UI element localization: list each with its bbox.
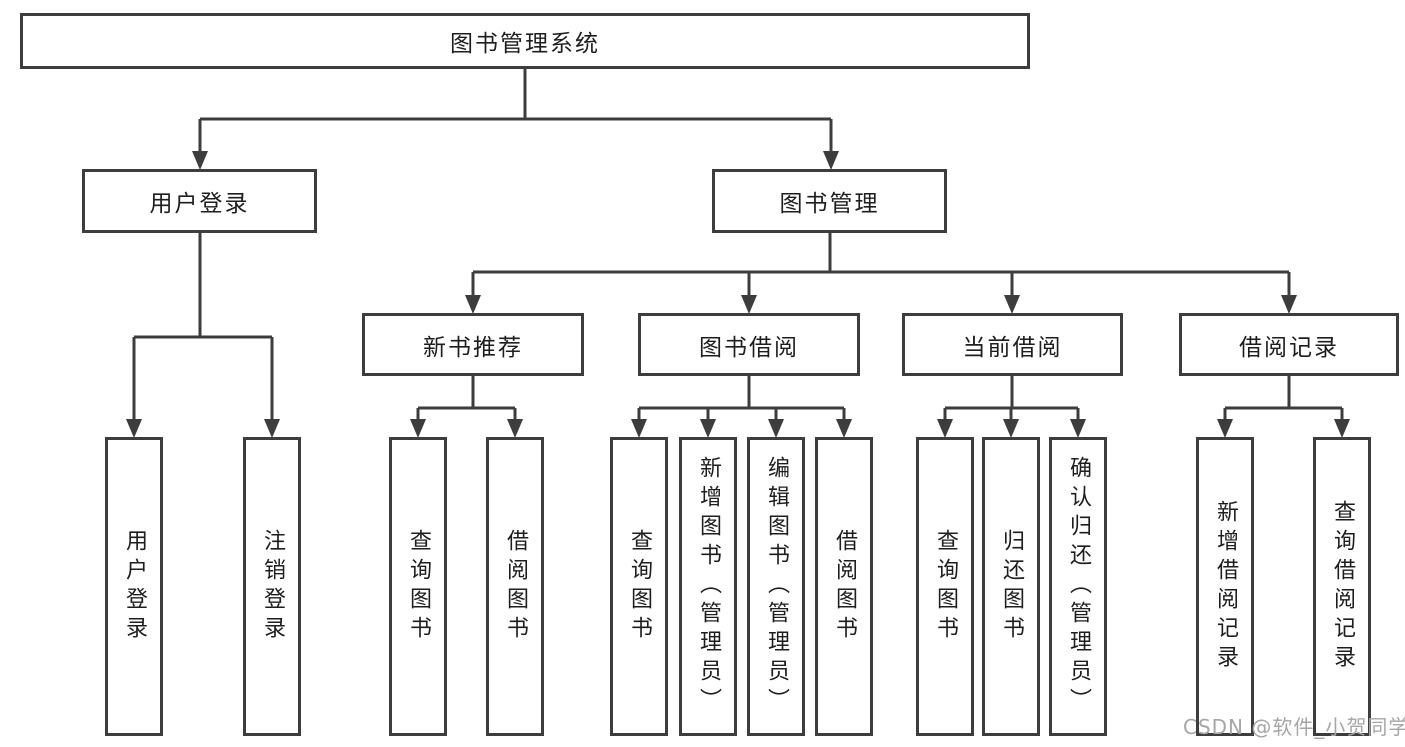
arrowhead bbox=[1281, 295, 1297, 314]
arrowhead bbox=[507, 419, 523, 438]
arrowhead bbox=[192, 151, 208, 170]
node-book-management: 图书管理 bbox=[712, 169, 947, 233]
leaf-add-borrow-record: 新增借阅记录 bbox=[1196, 437, 1254, 736]
leaf-query-books-current: 查询图书 bbox=[916, 437, 974, 736]
node-book-borrowing: 图书借阅 bbox=[638, 313, 860, 376]
leaf-user-login: 用户登录 bbox=[105, 437, 163, 736]
arrowhead bbox=[1003, 419, 1019, 438]
node-user-login: 用户登录 bbox=[82, 169, 317, 233]
arrowhead bbox=[1004, 295, 1020, 314]
connector-book-borrow bbox=[637, 376, 846, 422]
leaf-add-book-admin: 新增图书（管理员） bbox=[679, 437, 737, 736]
arrowhead bbox=[700, 419, 716, 438]
arrowhead bbox=[1217, 419, 1233, 438]
node-label: 图书管理 bbox=[779, 191, 880, 217]
node-label: 用户登录 bbox=[149, 191, 250, 217]
leaf-logout: 注销登录 bbox=[243, 437, 301, 736]
leaf-label: 确认归还（管理员） bbox=[1066, 456, 1091, 717]
leaf-label: 借阅图书 bbox=[832, 528, 857, 645]
arrowhead bbox=[768, 419, 784, 438]
leaf-label: 归还图书 bbox=[999, 528, 1024, 645]
arrowhead bbox=[126, 419, 142, 438]
leaf-label: 查询图书 bbox=[933, 528, 958, 645]
leaf-query-borrow-record: 查询借阅记录 bbox=[1313, 437, 1371, 736]
arrowheads bbox=[126, 151, 1350, 438]
node-borrowing-records: 借阅记录 bbox=[1179, 313, 1399, 376]
leaf-return-books: 归还图书 bbox=[982, 437, 1040, 736]
node-label: 借阅记录 bbox=[1239, 334, 1339, 361]
arrowhead bbox=[836, 419, 852, 438]
node-current-borrowing: 当前借阅 bbox=[902, 313, 1123, 376]
arrowhead bbox=[937, 419, 953, 438]
connector-user-login bbox=[132, 232, 274, 422]
node-library-management-system: 图书管理系统 bbox=[20, 13, 1030, 69]
arrowhead bbox=[264, 419, 280, 438]
leaf-query-books-borrow: 查询图书 bbox=[610, 437, 668, 736]
connector-root bbox=[198, 69, 833, 154]
connector-current-borrow bbox=[943, 376, 1080, 422]
leaf-label: 注销登录 bbox=[260, 528, 285, 645]
connector-borrow-records bbox=[1223, 376, 1344, 422]
arrowhead bbox=[1334, 419, 1350, 438]
leaf-label: 新增图书（管理员） bbox=[696, 456, 721, 717]
leaf-confirm-return-admin: 确认归还（管理员） bbox=[1049, 437, 1107, 736]
arrowhead bbox=[823, 151, 839, 170]
csdn-watermark: CSDN @软件_小贺同学 bbox=[1183, 715, 1405, 739]
leaf-borrow-books: 借阅图书 bbox=[815, 437, 873, 736]
node-label: 图书管理系统 bbox=[450, 31, 600, 57]
arrowhead bbox=[410, 419, 426, 438]
leaf-edit-book-admin: 编辑图书（管理员） bbox=[747, 437, 805, 736]
connector-book-management bbox=[471, 233, 1291, 298]
arrowhead bbox=[1070, 419, 1086, 438]
node-label: 图书借阅 bbox=[699, 334, 799, 361]
leaf-label: 查询图书 bbox=[406, 528, 431, 645]
connector-lines bbox=[132, 69, 1344, 422]
leaf-label: 新增借阅记录 bbox=[1213, 499, 1238, 674]
arrowhead bbox=[741, 295, 757, 314]
leaf-label: 查询借阅记录 bbox=[1330, 499, 1355, 674]
leaf-label: 编辑图书（管理员） bbox=[764, 456, 789, 717]
leaf-query-books-recommend: 查询图书 bbox=[389, 437, 447, 736]
node-label: 当前借阅 bbox=[962, 334, 1063, 361]
node-new-book-recommendation: 新书推荐 bbox=[362, 313, 584, 376]
arrowhead bbox=[465, 295, 481, 314]
connector-new-book bbox=[416, 376, 517, 422]
leaf-borrow-books-recommend: 借阅图书 bbox=[486, 437, 544, 736]
arrowhead bbox=[631, 419, 647, 438]
leaf-label: 查询图书 bbox=[627, 528, 652, 645]
leaf-label: 借阅图书 bbox=[503, 528, 528, 645]
node-label: 新书推荐 bbox=[423, 334, 523, 361]
leaf-label: 用户登录 bbox=[122, 528, 147, 645]
